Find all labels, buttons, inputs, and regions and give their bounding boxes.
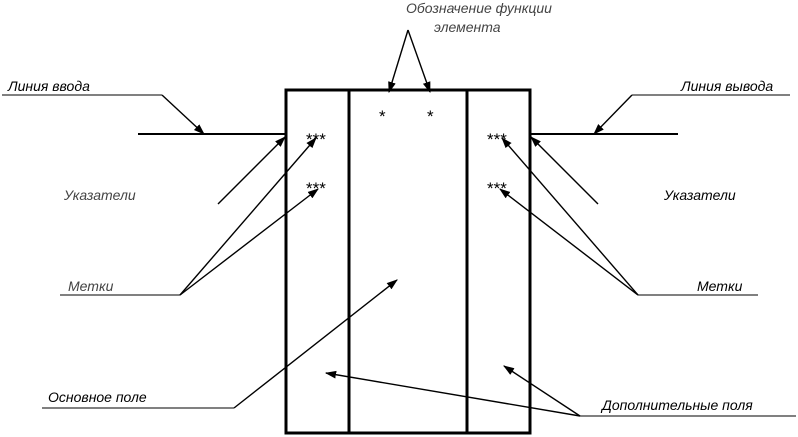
pointers-right-label: Указатели — [663, 187, 736, 203]
function-mark-left: * — [379, 107, 386, 126]
right-mark-bottom: *** — [487, 179, 507, 198]
pointers-left-leader — [217, 136, 286, 205]
marks-left-label: Метки — [68, 278, 114, 294]
extra-fields-label: Дополнительные поля — [600, 397, 753, 413]
output-line-label: Линия вывода — [680, 78, 773, 94]
marks-right-label: Метки — [697, 278, 743, 294]
input-label-leader — [161, 94, 205, 135]
extra-fields-leader-left — [324, 370, 581, 417]
extra-fields-leader-right — [503, 365, 581, 417]
pointers-left-label: Указатели — [63, 187, 136, 203]
main-field-label: Основное поле — [48, 389, 147, 405]
input-line-label: Линия ввода — [7, 78, 90, 94]
function-leader-left — [388, 29, 409, 94]
function-leader-right — [407, 29, 431, 94]
main-field-leader — [233, 279, 398, 409]
function-label-line1: Обозначение функции — [406, 0, 552, 16]
marks-right-leader-top — [501, 137, 639, 296]
output-label-leader — [593, 94, 633, 135]
function-label-line2: элемента — [434, 19, 501, 35]
function-mark-right: * — [427, 107, 434, 126]
marks-right-leader-bottom — [499, 188, 639, 296]
marks-left-leader-bottom — [179, 188, 319, 296]
element-frame — [284, 88, 532, 435]
marks-left-leader-top — [179, 137, 317, 296]
pointers-right-leader — [530, 136, 599, 205]
